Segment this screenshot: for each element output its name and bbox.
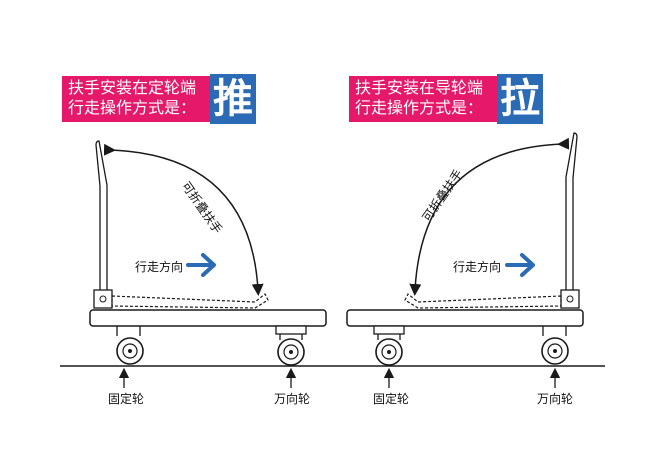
right-swivel-wheel-label: 万向轮: [537, 392, 574, 406]
left-swivel-wheel-label: 万向轮: [274, 392, 311, 406]
left-fold-arc: [103, 143, 264, 296]
left-action-badge: 推: [210, 74, 256, 124]
right-fixed-wheel-label: 固定轮: [373, 392, 410, 406]
right-direction-label: 行走方向: [453, 260, 502, 274]
right-hinge-bolt: [566, 295, 574, 303]
right-banner: 扶手安装在导轮端 行走操作方式是：: [349, 76, 497, 122]
left-trolley: [89, 140, 327, 388]
left-banner: 扶手安装在定轮端 行走操作方式是：: [62, 76, 210, 122]
right-banner-line1: 扶手安装在导轮端: [355, 78, 484, 97]
left-direction-arrow: [186, 253, 216, 277]
right-handle: [565, 132, 578, 293]
left-hinge: [93, 289, 113, 309]
right-hinge: [560, 289, 580, 309]
left-hinge-bolt: [99, 295, 107, 303]
left-platform: [89, 309, 327, 327]
left-banner-line2: 行走操作方式是：: [68, 98, 197, 117]
left-direction-label: 行走方向: [135, 260, 184, 274]
right-fold-arc: [409, 137, 570, 296]
right-platform: [346, 309, 584, 327]
right-trolley: [346, 132, 584, 388]
right-folded-handle: [404, 293, 562, 309]
left-fixed-wheel-label: 固定轮: [108, 392, 145, 406]
right-action-badge: 拉: [497, 74, 543, 124]
right-direction-arrow: [505, 253, 535, 277]
left-banner-line1: 扶手安装在定轮端: [68, 78, 197, 97]
left-handle: [95, 140, 108, 293]
left-folded-handle: [111, 293, 269, 309]
right-banner-line2: 行走操作方式是：: [355, 98, 484, 117]
